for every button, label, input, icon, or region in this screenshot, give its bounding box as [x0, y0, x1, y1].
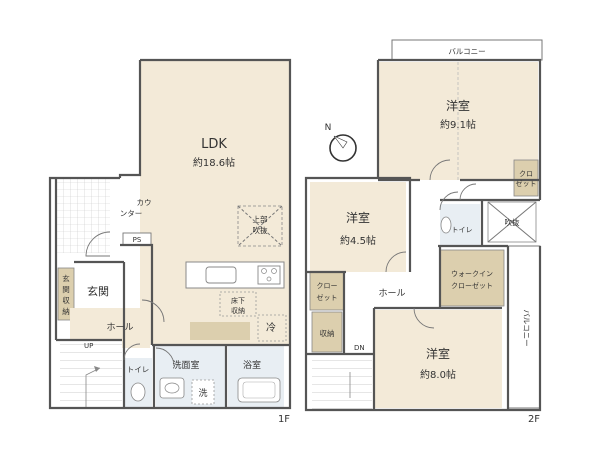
up-label: UP — [84, 342, 93, 350]
counter-area — [120, 178, 140, 230]
door-yoshitsu-4-5 — [385, 251, 407, 273]
walls-1f — [48, 58, 292, 410]
ldk-label: LDK — [201, 137, 227, 152]
door-ldk — [141, 299, 165, 323]
hall-2f-label: ホール — [378, 288, 405, 299]
door-toilet-2f — [439, 191, 459, 211]
counter-label-1: カウ — [137, 198, 152, 207]
closet-small — [513, 159, 539, 197]
floor-storage-label-1: 床下 — [231, 296, 245, 305]
closet-small-label-1: クロ — [519, 170, 533, 178]
closet-small-label-2: ゼット — [516, 179, 537, 188]
storage-2f-label: 収納 — [320, 328, 335, 338]
upper-void-box — [237, 205, 283, 247]
closet-2f — [309, 271, 345, 311]
washroom-label: 洗面室 — [172, 359, 199, 371]
genkan-storage-c3: 収 — [62, 296, 70, 305]
toilet-bowl-icon — [130, 382, 146, 402]
room-yoshitsu-9 — [378, 62, 538, 180]
washer-label: 洗 — [198, 387, 207, 399]
counter-label-2: ンター — [120, 209, 143, 218]
genkan-floor — [76, 264, 122, 308]
door-washroom — [155, 347, 175, 367]
yoshitsu-4-5-name: 洋室 — [346, 210, 370, 225]
upper-void-label-2: 吹抜 — [253, 225, 268, 235]
yoshitsu-8-name: 洋室 — [426, 346, 450, 361]
toilet-2f-label: トイレ — [452, 226, 473, 234]
floor-storage-label-2: 収納 — [231, 306, 245, 315]
fridge-label: 冷 — [266, 321, 276, 334]
walkin-label-1: ウォークイン — [451, 270, 493, 278]
fridge-space — [257, 314, 287, 342]
room-yoshitsu-8 — [374, 310, 502, 408]
north-arrow-icon: N — [325, 123, 357, 162]
sink-icon — [205, 266, 237, 284]
genkan-storage-c2: 関 — [62, 285, 70, 294]
stove-icon — [257, 265, 281, 285]
closet-2f-label-1: クロー — [317, 282, 338, 290]
floor-2f: バルコニー 洋室 約9.1帖 クロ ゼット 洋室 約4.5帖 吹抜 トイレ クロ… — [304, 39, 543, 425]
balcony-side-label: バルコニー — [522, 309, 531, 346]
floor-1f: LDK 約18.6帖 上部 吹抜 カウ ンター PS 玄 関 収 納 玄関 ホー… — [48, 58, 292, 425]
void-2f-label: 吹抜 — [505, 217, 520, 227]
hall-1f-label: ホール — [106, 322, 133, 333]
toilet-1f-label: トイレ — [127, 365, 150, 374]
floor-storage-panel — [190, 322, 250, 340]
ldk-size: 約18.6帖 — [193, 156, 235, 169]
stairs-1f — [60, 340, 122, 408]
yoshitsu-8-size: 約8.0帖 — [420, 368, 456, 381]
floor-1f-label: 1F — [278, 414, 290, 425]
dn-label: DN — [354, 344, 365, 352]
yoshitsu-9-size: 約9.1帖 — [440, 118, 476, 131]
door-walkin — [459, 183, 477, 201]
room-yoshitsu-4-5 — [310, 182, 406, 272]
floor-storage — [219, 291, 257, 317]
genkan-storage — [57, 267, 75, 321]
entrance-tile-area — [56, 178, 110, 253]
north-label: N — [325, 123, 332, 133]
bathtub-icon — [237, 377, 281, 403]
door-yoshitsu-9 — [429, 159, 451, 181]
ps-label: PS — [133, 236, 142, 244]
genkan-label: 玄関 — [87, 284, 109, 298]
door-genkan — [85, 231, 111, 257]
walkin-closet — [439, 249, 505, 307]
storage-2f — [311, 311, 343, 353]
hall-2f — [346, 272, 438, 308]
floor-2f-label: 2F — [528, 414, 540, 425]
stairs-2f — [312, 354, 372, 410]
upper-void-label-1: 上部 — [253, 214, 268, 224]
yoshitsu-4-5-size: 約4.5帖 — [340, 234, 376, 247]
genkan-storage-c4: 納 — [62, 306, 70, 316]
washbasin-icon — [159, 377, 185, 399]
door-yoshitsu-8 — [413, 307, 435, 329]
balcony-top-label: バルコニー — [448, 47, 485, 56]
yoshitsu-9-name: 洋室 — [446, 98, 470, 113]
walls-2f — [304, 58, 542, 412]
door-toilet-1f — [123, 343, 141, 361]
walkin-label-2: クローゼット — [451, 281, 493, 290]
bath-label: 浴室 — [243, 359, 261, 371]
genkan-storage-c1: 玄 — [62, 273, 70, 283]
washer-space — [191, 379, 215, 405]
closet-2f-label-2: ゼット — [317, 293, 338, 302]
